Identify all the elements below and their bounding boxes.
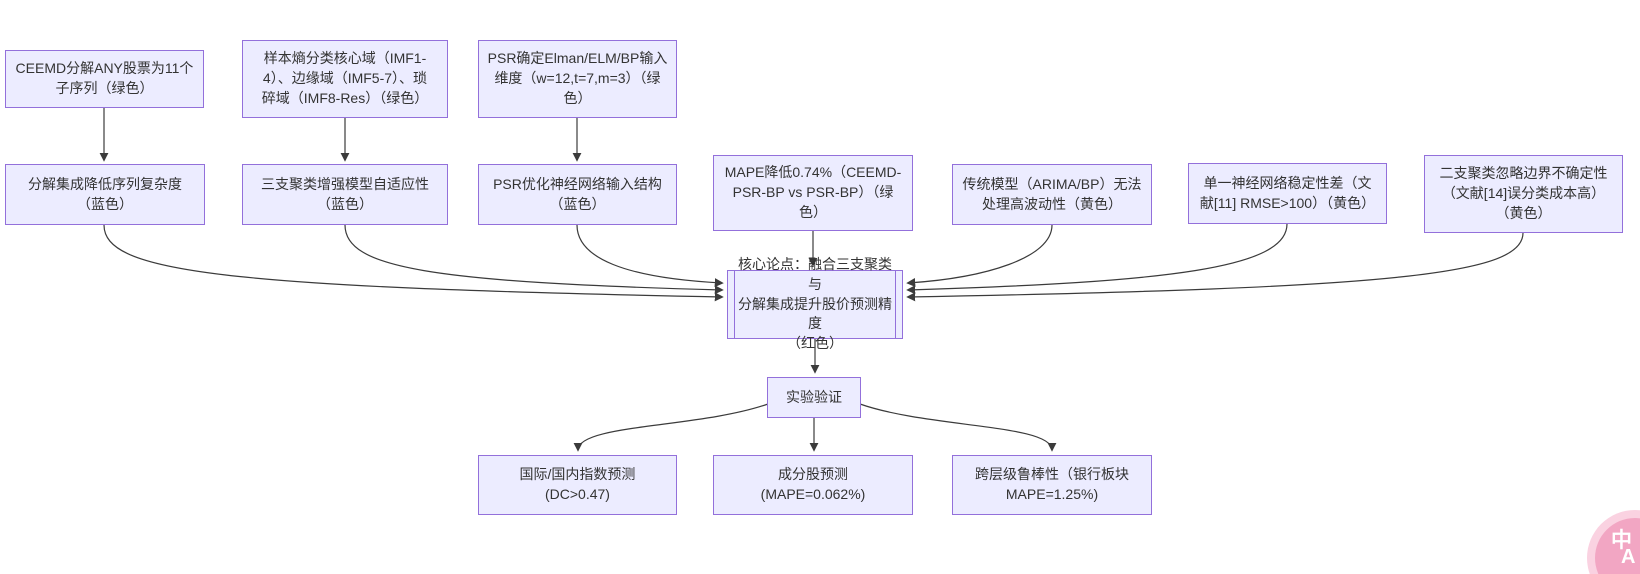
edge-b6-c: [906, 223, 1288, 295]
node-decomposition-reduces-complexity: 分解集成降低序列复杂度 （蓝色）: [5, 164, 205, 225]
node-core-thesis: 核心论点：融合三支聚类与 分解集成提升股价预测精度 （红色）: [727, 256, 903, 351]
edge-d-e3: [859, 403, 1057, 452]
node-two-way-clustering-limitation: 二支聚类忽略边界不确定性 （文献[14]误分类成本高） （黄色）: [1424, 155, 1623, 233]
edge-b1-c: [103, 224, 724, 302]
node-single-nn-instability: 单一神经网络稳定性差（文 献[11] RMSE>100）（黄色）: [1188, 163, 1387, 224]
node-index-prediction: 国际/国内指数预测 (DC>0.47): [478, 455, 677, 515]
node-constituent-stock-prediction: 成分股预测 (MAPE=0.062%): [713, 455, 913, 515]
edge-b5-c: [906, 224, 1053, 288]
node-psr-input-dimension: PSR确定Elman/ELM/BP输入 维度（w=12,t=7,m=3）（绿 色…: [478, 40, 677, 118]
node-sample-entropy-classification: 样本熵分类核心域（IMF1- 4）、边缘域（IMF5-7）、琐 碎域（IMF8-…: [242, 40, 448, 118]
edge-b2-c: [344, 224, 724, 295]
node-ceemd-decomposition: CEEMD分解ANY股票为11个 子序列（绿色）: [5, 50, 204, 108]
translate-zh-glyph: 中: [1611, 529, 1632, 552]
edge-b3-c: [576, 224, 724, 288]
edge-b7-c: [906, 232, 1524, 302]
translate-button[interactable]: 中 A: [1595, 518, 1640, 574]
edge-d-e1: [573, 403, 769, 452]
translate-en-glyph: A: [1621, 546, 1636, 568]
node-traditional-models-limitation: 传统模型（ARIMA/BP）无法 处理高波动性（黄色）: [952, 164, 1152, 225]
node-experimental-validation: 实验验证: [767, 377, 861, 418]
node-cross-level-robustness: 跨层级鲁棒性（银行板块 MAPE=1.25%): [952, 455, 1152, 515]
node-psr-optimizes-input-structure: PSR优化神经网络输入结构 （蓝色）: [478, 164, 677, 225]
node-mape-reduction: MAPE降低0.74%（CEEMD- PSR-BP vs PSR-BP）（绿 色…: [713, 155, 913, 231]
node-three-way-clustering-adaptivity: 三支聚类增强模型自适应性 （蓝色）: [242, 164, 448, 225]
